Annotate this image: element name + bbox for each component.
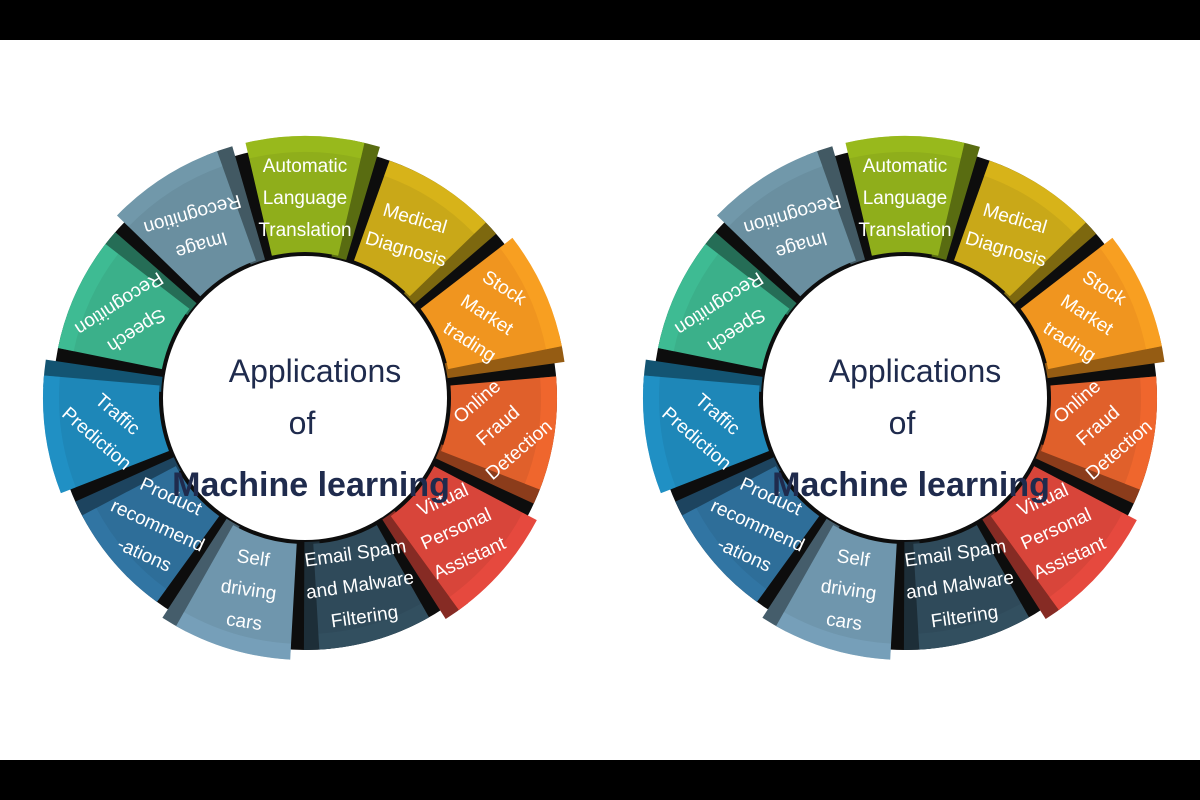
segment-image-recognition: ImageRecognition — [117, 146, 266, 297]
segment-bevel — [43, 375, 76, 494]
segment-side-face — [98, 232, 197, 316]
segment-bevel — [643, 375, 676, 494]
segment-medical-diagnosis: MedicalDiagnosis — [954, 160, 1097, 305]
segment-online-fraud-detection: OnlineFraudDetection — [435, 376, 557, 504]
segment-online-fraud-detection: OnlineFraudDetection — [1035, 376, 1157, 504]
segment-stock-market-trading: StockMarkettrading — [420, 237, 565, 379]
segment-stock-market-trading: StockMarkettrading — [1020, 237, 1165, 379]
segment-speech-recognition: SpeechRecognition — [57, 232, 197, 370]
segment-virtual-personal-assistant: VirtualPersonalAssistant — [382, 466, 537, 620]
segment-side-face — [403, 214, 497, 305]
segment-label-line: Translation — [258, 220, 351, 241]
segment-bevel — [717, 151, 823, 227]
segment-side-face — [762, 518, 840, 632]
segment-bevel — [657, 244, 719, 352]
segment-face — [441, 376, 557, 490]
segment-bevel — [845, 136, 965, 159]
center-hub — [163, 256, 447, 540]
segment-label-line: Language — [263, 188, 348, 209]
segment-side-face — [698, 232, 797, 316]
segment-self-driving-cars: Selfdrivingcars — [162, 518, 297, 660]
segment-bevel — [1124, 376, 1157, 490]
segment-label: Selfdrivingcars — [815, 544, 883, 636]
segment-side-face — [1003, 214, 1097, 305]
segment-bevel — [499, 237, 562, 350]
segment-bevel — [984, 160, 1086, 234]
segment-label-line: Self — [835, 546, 871, 572]
segment-label-line: Automatic — [263, 156, 347, 177]
center-title-line2: of — [289, 405, 316, 441]
segment-label-line: Automatic — [863, 156, 947, 177]
segment-speech-recognition: SpeechRecognition — [657, 232, 797, 370]
segment-label-line: cars — [825, 609, 864, 635]
segment-bevel — [1049, 512, 1137, 611]
segment-bevel — [682, 508, 767, 602]
segment-face — [390, 466, 537, 611]
segment-face — [845, 136, 965, 256]
center-title-line3: Machine learning — [772, 466, 1050, 504]
segment-traffic-prediction: TrafficPrediction — [643, 359, 769, 494]
segment-bevel — [776, 612, 892, 660]
segment-bevel — [524, 376, 557, 490]
center-title-line1: Applications — [829, 353, 1002, 389]
segment-bevel — [117, 151, 223, 227]
segment-traffic-prediction: TrafficPrediction — [43, 359, 169, 494]
segment-image-recognition: ImageRecognition — [717, 146, 866, 297]
segment-face — [643, 375, 769, 494]
segment-bevel — [1099, 237, 1162, 350]
segment-label-line: Self — [235, 546, 271, 572]
segment-bevel — [318, 603, 430, 650]
center-title-line3: Machine learning — [172, 466, 450, 504]
center-title-line2: of — [889, 405, 916, 441]
segment-product-recommendations: Productrecommend-ations — [675, 457, 820, 602]
segment-label-line: Language — [863, 188, 948, 209]
segment-medical-diagnosis: MedicalDiagnosis — [354, 160, 497, 305]
center-hub — [763, 256, 1047, 540]
segment-bevel — [57, 244, 119, 352]
segment-bevel — [918, 603, 1030, 650]
segment-label-line: cars — [225, 609, 264, 635]
segment-side-face — [162, 518, 240, 632]
segment-email-spam-malware-filtering: Email Spamand MalwareFiltering — [903, 525, 1030, 650]
segment-face — [245, 136, 365, 256]
segment-face — [682, 466, 820, 602]
top-letterbox-band — [0, 0, 1200, 40]
segment-bevel — [176, 612, 292, 660]
segment-bevel — [245, 136, 365, 159]
bottom-letterbox-band — [0, 760, 1200, 800]
segment-label-line: Translation — [858, 220, 951, 241]
segment-bevel — [384, 160, 486, 234]
segment-face — [82, 466, 220, 602]
segment-face — [43, 375, 169, 494]
segment-virtual-personal-assistant: VirtualPersonalAssistant — [982, 466, 1137, 620]
center-title-line1: Applications — [229, 353, 402, 389]
segment-face — [990, 466, 1137, 611]
segment-bevel — [449, 512, 537, 611]
segment-face — [1041, 376, 1157, 490]
segment-self-driving-cars: Selfdrivingcars — [762, 518, 897, 660]
segment-bevel — [82, 508, 167, 602]
